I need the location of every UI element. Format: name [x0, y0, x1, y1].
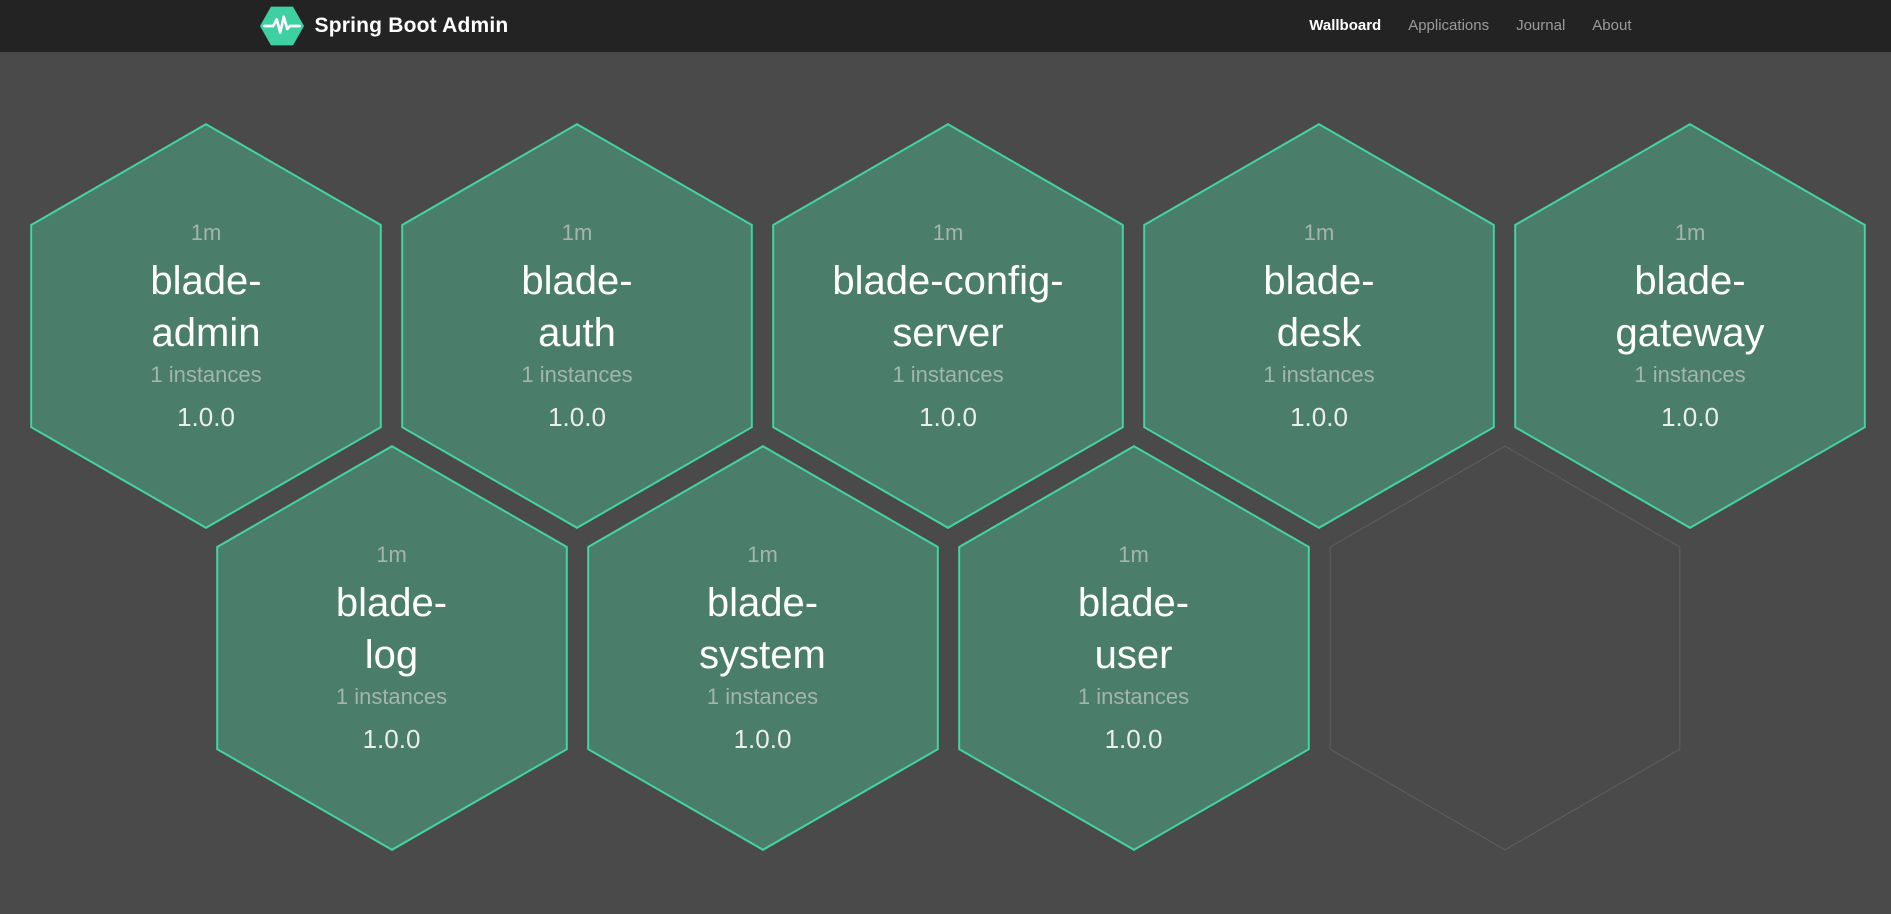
hexagon-shape [586, 445, 939, 851]
hexagon-shape [1329, 445, 1680, 851]
wallboard: 1m blade-admin 1 instances 1.0.0 1m blad… [0, 52, 1891, 914]
application-hexagon-blade-system[interactable]: 1m blade-system 1 instances 1.0.0 [586, 445, 939, 851]
placeholder-hexagon [1329, 445, 1681, 851]
hexagon-shape [30, 123, 382, 529]
top-navbar: Spring Boot Admin Wallboard Applications… [0, 0, 1891, 52]
brand-link[interactable]: Spring Boot Admin [259, 6, 509, 46]
spring-boot-admin-logo-icon [259, 6, 304, 46]
application-hexagon-blade-log[interactable]: 1m blade-log 1 instances 1.0.0 [215, 445, 568, 851]
nav-item-journal[interactable]: Journal [1516, 17, 1566, 34]
nav-item-about[interactable]: About [1592, 17, 1632, 34]
hexagon-shape [1143, 123, 1495, 529]
hexagon-shape [215, 445, 568, 851]
brand-title: Spring Boot Admin [314, 14, 509, 37]
navbar-container: Spring Boot Admin Wallboard Applications… [259, 0, 1632, 52]
nav-links: Wallboard Applications Journal About [1309, 17, 1631, 35]
hexagon-shape [401, 123, 753, 529]
hexagon-shape [772, 123, 1124, 529]
nav-item-wallboard[interactable]: Wallboard [1309, 17, 1382, 34]
hexagon-shape [1514, 123, 1866, 529]
hexagon-shape [957, 445, 1310, 851]
nav-item-applications[interactable]: Applications [1408, 17, 1490, 34]
application-hexagon-blade-user[interactable]: 1m blade-user 1 instances 1.0.0 [957, 445, 1310, 851]
